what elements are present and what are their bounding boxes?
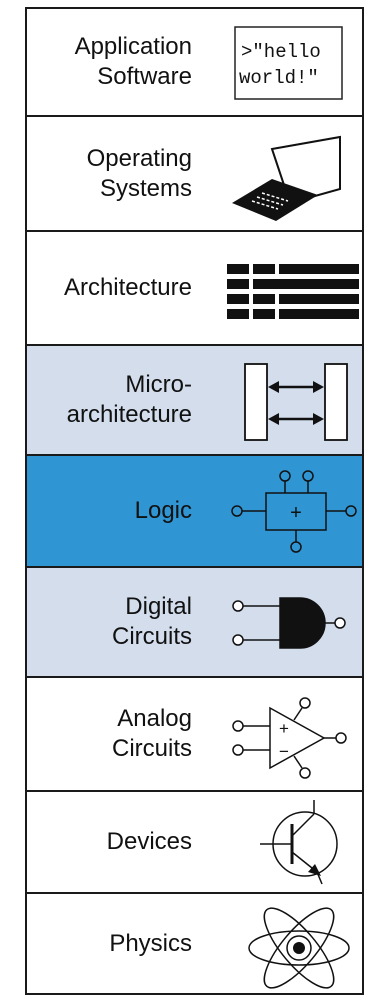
abstraction-stack: Application Software >"hello world!" Ope… <box>25 7 364 995</box>
layer-label: Logic <box>134 497 192 524</box>
layer-label: Physics <box>109 929 192 957</box>
op-amp-plus-symbol: + <box>279 719 289 738</box>
layer-label: Operating Systems <box>86 144 192 202</box>
layer-physics: Physics <box>27 894 362 993</box>
layer-label: Analog Circuits <box>111 705 192 762</box>
atom-icon <box>222 894 362 993</box>
code-line-2: world!" <box>239 67 319 89</box>
layer-digital-circuits: Digital Circuits <box>27 568 362 678</box>
layer-architecture: Architecture <box>27 232 362 346</box>
layer-application-software: Application Software >"hello world!" <box>27 9 362 117</box>
layer-label: Micro- architecture <box>66 371 192 428</box>
layer-label: Digital Circuits <box>111 593 192 650</box>
layer-label: Application Software <box>74 33 192 90</box>
layer-operating-systems: Operating Systems <box>27 117 362 232</box>
instruction-format-icon <box>222 232 362 344</box>
transistor-icon <box>222 792 362 892</box>
datapath-registers-icon <box>222 346 362 454</box>
op-amp-minus-symbol: − <box>279 742 289 761</box>
adder-plus-symbol: + <box>290 502 302 524</box>
layer-devices: Devices <box>27 792 362 894</box>
op-amp-icon: + − <box>222 678 362 790</box>
adder-block-icon: + <box>222 456 362 566</box>
layer-label: Devices <box>106 828 192 855</box>
hello-world-code-icon: >"hello world!" <box>222 9 362 115</box>
layer-analog-circuits: Analog Circuits + − <box>27 678 362 792</box>
layer-label: Architecture <box>63 274 192 301</box>
laptop-icon <box>222 117 362 230</box>
layer-microarchitecture: Micro- architecture <box>27 346 362 456</box>
code-line-1: >"hello <box>241 41 321 63</box>
layer-logic: Logic + <box>27 456 362 568</box>
and-gate-icon <box>222 568 362 676</box>
